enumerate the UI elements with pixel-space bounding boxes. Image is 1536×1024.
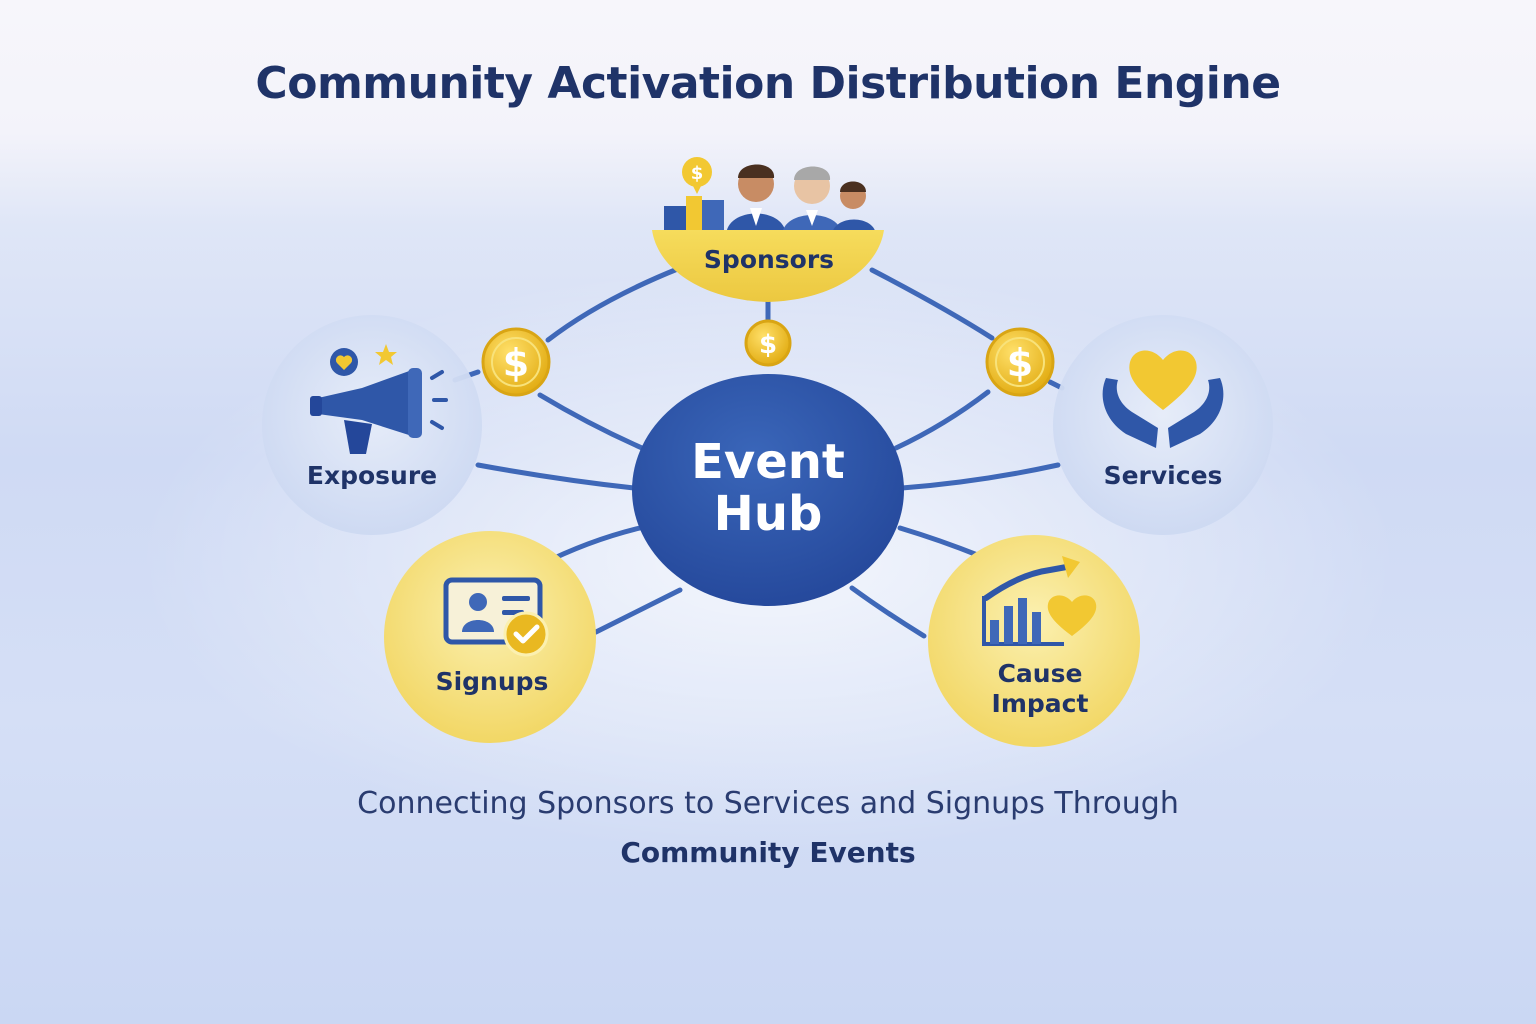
page-title: Community Activation Distribution Engine — [255, 58, 1281, 109]
sponsor-coin-bubble-symbol: $ — [691, 163, 704, 184]
line-exposure-hub — [475, 462, 637, 491]
line-cause-hub-lower — [849, 585, 927, 639]
line-services-hub — [899, 462, 1061, 491]
node-signups[interactable]: Signups — [384, 531, 596, 743]
line-signups-hub-lower — [593, 587, 683, 635]
growth-chart-heart-icon — [982, 556, 1097, 646]
tagline-emphasis: Community Events — [620, 836, 916, 869]
sponsors-people-icon: $ — [664, 157, 876, 236]
services-label: Services — [1104, 461, 1223, 490]
hub-label-line1: Event — [691, 434, 845, 490]
coin-left: $ — [481, 327, 551, 397]
node-sponsors[interactable]: $ Sponsors — [652, 157, 884, 302]
connection-lines — [452, 265, 1065, 639]
megaphone-icon — [310, 344, 448, 454]
cause-impact-label-line1: Cause — [998, 659, 1083, 688]
line-cause-hub-upper — [897, 525, 983, 559]
line-sponsors-left — [545, 265, 683, 343]
event-hub[interactable]: Event Hub — [632, 374, 904, 606]
line-coin-right-hub — [893, 389, 991, 451]
coin-right: $ — [985, 327, 1055, 397]
node-cause-impact[interactable]: Cause Impact — [928, 535, 1140, 747]
heart-hands-icon — [1102, 350, 1224, 448]
coin-center-symbol: $ — [759, 330, 777, 360]
node-services[interactable]: Services — [1053, 315, 1273, 535]
exposure-label: Exposure — [307, 461, 437, 490]
node-exposure[interactable]: Exposure — [262, 315, 482, 535]
tagline: Connecting Sponsors to Services and Sign… — [357, 786, 1179, 821]
signup-card-check-icon — [443, 577, 549, 657]
signups-label: Signups — [436, 667, 549, 696]
coin-right-symbol: $ — [1007, 341, 1033, 385]
line-sponsors-right — [869, 267, 995, 341]
sponsors-label: Sponsors — [704, 245, 834, 274]
hub-label-line2: Hub — [714, 486, 823, 542]
cause-impact-label-line2: Impact — [992, 689, 1089, 718]
coin-center: $ — [744, 319, 792, 367]
coin-left-symbol: $ — [503, 341, 529, 385]
line-coin-left-hub — [537, 392, 645, 451]
